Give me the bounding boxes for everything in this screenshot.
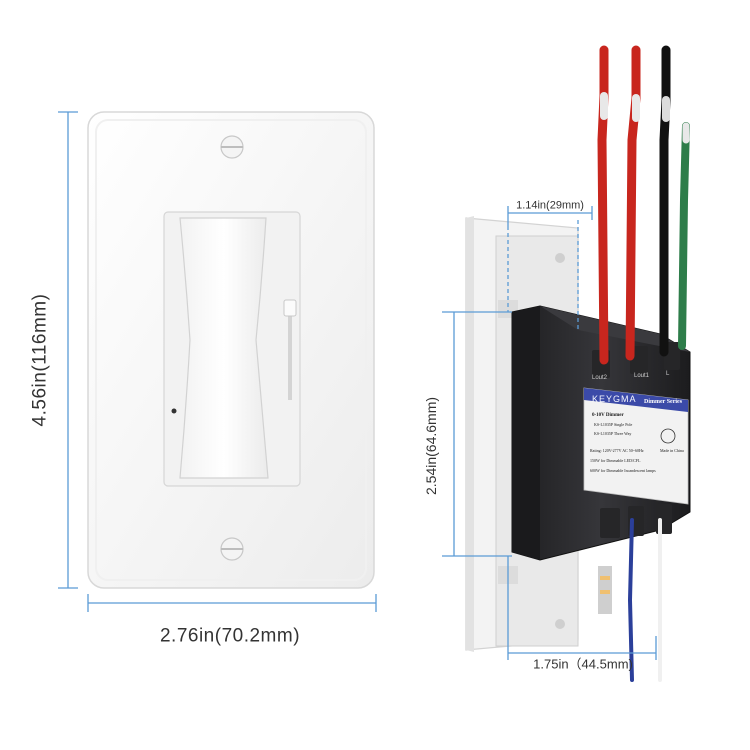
body-height-dimension-line [442,311,512,557]
terminal-label: Lout1 [634,373,650,379]
body-depth-label: 1.14in(29mm) [516,199,584,212]
ul-mark [660,428,676,444]
height-dimension-line [58,111,78,589]
label-line: Rating: 120V-277V AC 50~60Hz [590,448,644,453]
black-wire [659,45,671,357]
dimmer-slider-knob [283,299,297,317]
label-line: 600W for Dimmable Incandescent lamps [590,468,656,473]
indicator-led [171,408,177,414]
depth-dimension-line [507,206,593,330]
rocker-paddle [179,217,269,479]
ground-wire [678,122,690,350]
terminal-label: L [666,371,670,377]
plate-height-label: 4.56in(116mm) [29,293,51,427]
label-title: 0-10V Dimmer [592,413,624,418]
side-view [465,216,691,652]
body-width-dimension-line [507,556,657,660]
top-screw [220,135,244,159]
label-line: KS-L1035P Three Way [594,431,632,436]
body-width-label: 1.75in（44.5mm) [533,656,633,672]
label-line: 150W for Dimmable LED/CFL [590,458,641,463]
dimmer-slider-track [288,304,292,400]
label-line: KS-L1035P Single Pole [594,422,633,427]
width-dimension-line [87,594,377,612]
label-header [584,388,688,412]
label-brand: KEYGMA [592,394,637,404]
body-height-label: 2.54in(64.6mm) [423,396,439,496]
front-view [87,111,375,589]
wires [597,45,690,682]
plate-width-label: 2.76in(70.2mm) [159,625,301,647]
bottom-screw [220,537,244,561]
terminal-label: Lout2 [592,375,608,381]
label-series: Dimmer Series [644,399,683,405]
label-origin: Made in China [660,448,684,453]
